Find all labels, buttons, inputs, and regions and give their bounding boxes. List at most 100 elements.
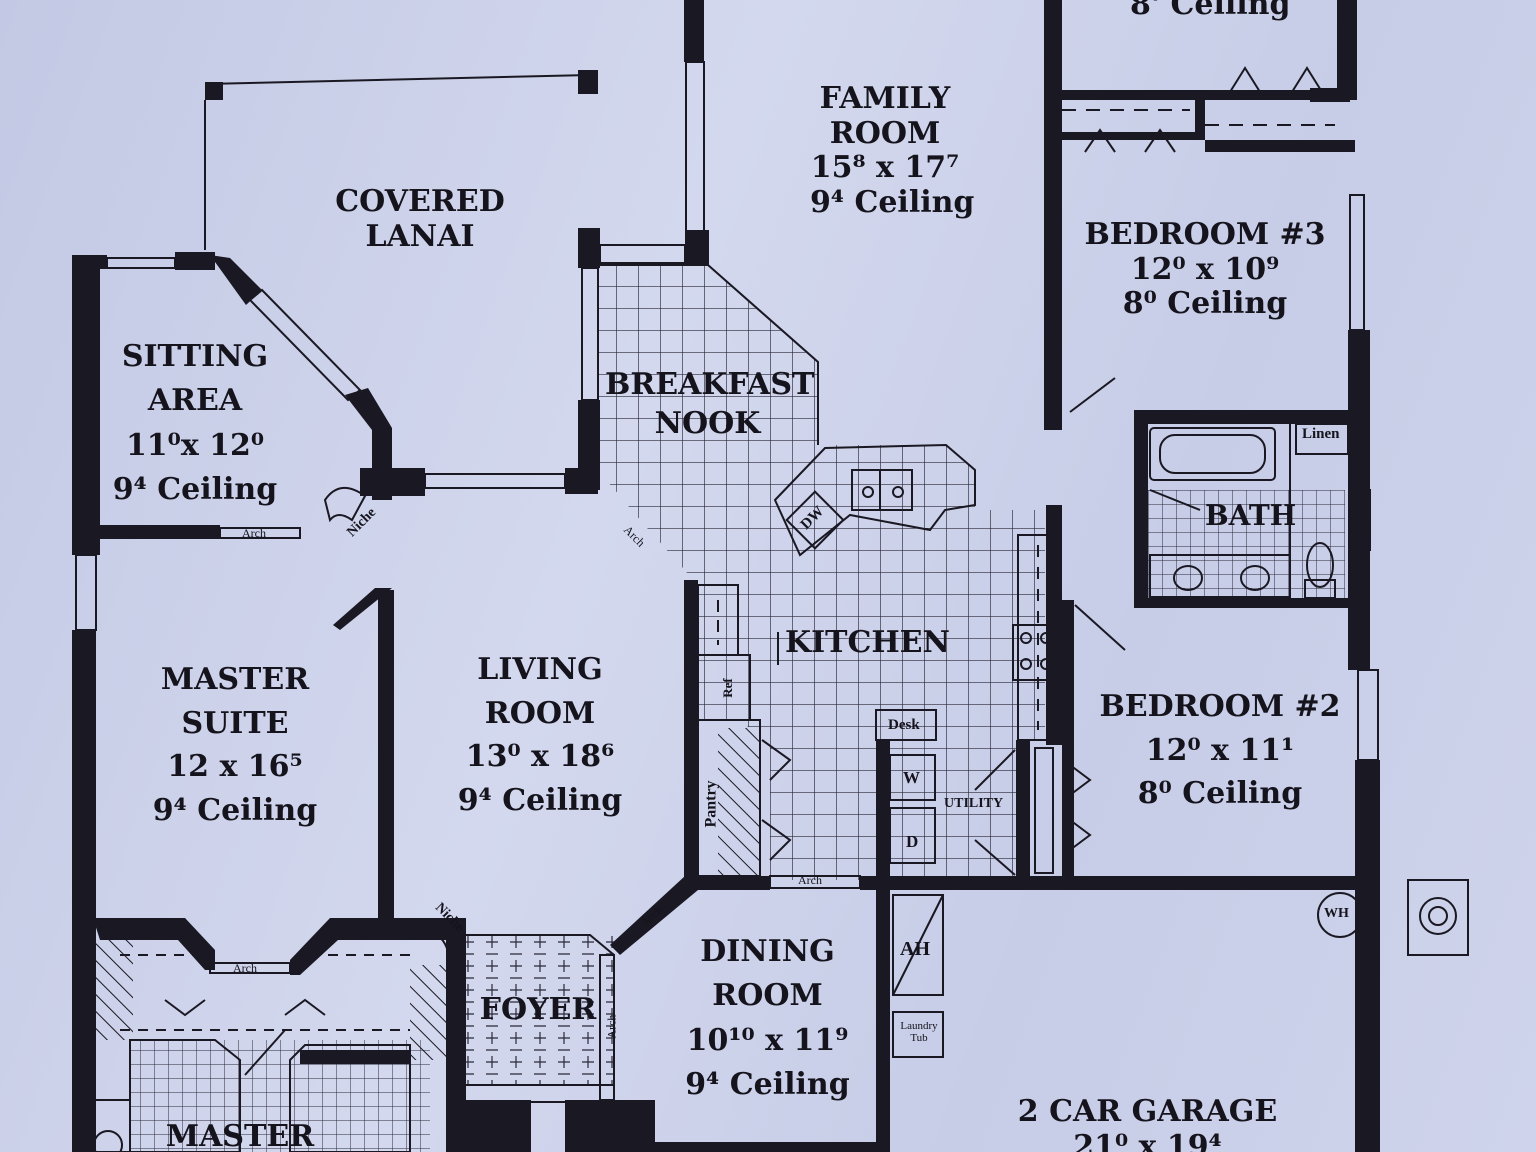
walls bbox=[72, 0, 1380, 1152]
sink-bath-a bbox=[1173, 565, 1203, 591]
wall-nook-top-right bbox=[685, 230, 709, 266]
meter-dial bbox=[1419, 897, 1457, 935]
breakfast-nook-label: BREAKFAST NOOK bbox=[605, 365, 814, 443]
utility-label: UTILITY bbox=[944, 796, 1004, 811]
closet-bed2 bbox=[1034, 747, 1054, 874]
pantry-label: Pantry bbox=[702, 780, 720, 828]
sitting-area-label: SITTING AREA 11⁰x 12⁰ 9⁴ Ceiling bbox=[110, 335, 280, 513]
master-door-b bbox=[284, 998, 326, 1016]
sitting-area-size: 11⁰x 12⁰ bbox=[125, 427, 265, 463]
wall-foyer-bottom-right bbox=[565, 1100, 655, 1152]
master-door-c bbox=[244, 1029, 286, 1076]
dining-room-name-1: DINING bbox=[700, 934, 835, 969]
wall-garage-left bbox=[876, 740, 890, 1152]
wall-sitting-left bbox=[72, 255, 100, 555]
washer-label: W bbox=[903, 768, 920, 787]
burner-3 bbox=[1020, 658, 1032, 670]
kitchen-label: KITCHEN bbox=[785, 625, 950, 660]
sink-drain-a bbox=[862, 486, 874, 498]
wall-sitting-top-left bbox=[72, 255, 107, 269]
window-sitting-diag bbox=[248, 288, 362, 402]
wall-closet-corner bbox=[1310, 88, 1350, 102]
wall-dining-diag bbox=[610, 876, 698, 955]
wall-top-right bbox=[1337, 0, 1357, 100]
arch-sitting-label: Arch bbox=[242, 526, 266, 540]
living-room-size: 13⁰ x 18⁶ bbox=[465, 739, 615, 774]
sitting-area-ceiling: 9⁴ Ceiling bbox=[112, 472, 278, 508]
wall-closet-mid-left bbox=[1058, 132, 1198, 140]
family-room-name-2: ROOM bbox=[829, 115, 941, 151]
foyer-tile bbox=[462, 935, 614, 1085]
burner-1 bbox=[1020, 632, 1032, 644]
wall-bedroom3-left bbox=[1044, 0, 1062, 430]
window-sitting-top bbox=[106, 257, 176, 269]
tile-floors bbox=[93, 265, 1345, 1152]
master-bath-outline-b bbox=[289, 1044, 411, 1152]
garage-label: 2 CAR GARAGE 21⁰ x 19⁴ bbox=[1010, 1094, 1285, 1152]
arch-master-label: Arch bbox=[233, 961, 257, 975]
wall-closet-bottom-right bbox=[1205, 140, 1355, 152]
bedroom3-size: 12⁰ x 10⁹ bbox=[1130, 251, 1280, 287]
kitchen-nook-tile bbox=[598, 265, 1045, 880]
meter-center bbox=[1428, 906, 1448, 926]
master-door-a bbox=[164, 999, 206, 1017]
bath-label: BATH bbox=[1205, 499, 1297, 532]
window-nook-left bbox=[581, 267, 599, 401]
air-handler-label: AH bbox=[900, 938, 930, 960]
master-toilet bbox=[93, 1130, 123, 1152]
arch-master bbox=[209, 962, 291, 974]
wall-sitting-niche-block bbox=[360, 468, 425, 496]
range bbox=[1012, 624, 1062, 681]
master-suite-name-1: MASTER bbox=[160, 662, 310, 697]
utility-door-a bbox=[974, 749, 1016, 791]
thin-lines bbox=[75, 61, 1469, 1152]
bedroom3-label: BEDROOM #3 12⁰ x 10⁹ 8⁰ Ceiling bbox=[1080, 217, 1330, 322]
closet-door-bed2-b bbox=[1069, 819, 1092, 851]
dining-room-name-2: ROOM bbox=[712, 978, 823, 1014]
arch-kitchen bbox=[769, 875, 861, 889]
garage-name: 2 CAR GARAGE bbox=[1017, 1094, 1278, 1129]
water-heater-label: WH bbox=[1324, 906, 1349, 921]
lanai-top-line bbox=[204, 74, 591, 85]
wall-kitchen-bottom bbox=[698, 876, 770, 890]
wall-right-bottom bbox=[1355, 760, 1380, 1152]
pantry-hatch bbox=[718, 728, 760, 876]
wall-nook-top-left bbox=[578, 228, 600, 268]
closet-door-bed2-a bbox=[1069, 764, 1092, 796]
linen-label: Linen bbox=[1302, 426, 1340, 442]
wall-utility-right bbox=[1016, 740, 1030, 880]
dining-room-label: DINING ROOM 10¹⁰ x 11⁹ 9⁴ Ceiling bbox=[685, 930, 850, 1108]
laundry-tub bbox=[892, 1011, 944, 1058]
water-heater bbox=[1317, 892, 1363, 938]
closet-door-a bbox=[1229, 66, 1261, 93]
wall-sitting-top-right bbox=[175, 252, 215, 270]
window-lanai-slider bbox=[424, 473, 566, 489]
wall-sitting-bottom bbox=[100, 525, 220, 539]
foyer-label: FOYER bbox=[479, 992, 597, 1027]
dishwasher bbox=[785, 490, 845, 550]
living-room-name-1: LIVING bbox=[477, 652, 603, 687]
wall-living-column bbox=[565, 468, 598, 494]
arch-foyer-label: Arch bbox=[604, 1014, 619, 1039]
master-suite-size: 12 x 16⁵ bbox=[167, 749, 303, 784]
closet-hatch-left bbox=[93, 930, 133, 1040]
niche-sitting bbox=[323, 487, 367, 523]
bedroom3-name: BEDROOM #3 bbox=[1084, 217, 1326, 252]
arch-sitting bbox=[219, 527, 301, 539]
bathtub bbox=[1149, 427, 1276, 481]
pantry-door-a bbox=[761, 739, 792, 781]
laundry-tub-line-1: Laundry bbox=[900, 1020, 938, 1032]
wall-family-left bbox=[684, 0, 704, 62]
master-suite-name-2: SUITE bbox=[181, 705, 289, 741]
family-room-label: FAMILY ROOM 15⁸ x 17⁷ 9⁴ Ceiling bbox=[810, 81, 974, 220]
master-bath-label: MASTER bbox=[165, 1119, 315, 1152]
wall-master-bath-top bbox=[300, 1050, 410, 1064]
sitting-area-name-2: AREA bbox=[147, 383, 243, 419]
bedroom2-name: BEDROOM #2 bbox=[1099, 689, 1341, 724]
fridge-label: Ref bbox=[719, 678, 735, 698]
closet-hatch-right bbox=[410, 965, 452, 1060]
arch-kitchen-label: Arch bbox=[798, 873, 822, 887]
dining-room-ceiling: 9⁴ Ceiling bbox=[685, 1067, 850, 1103]
toilet bbox=[1306, 542, 1334, 588]
